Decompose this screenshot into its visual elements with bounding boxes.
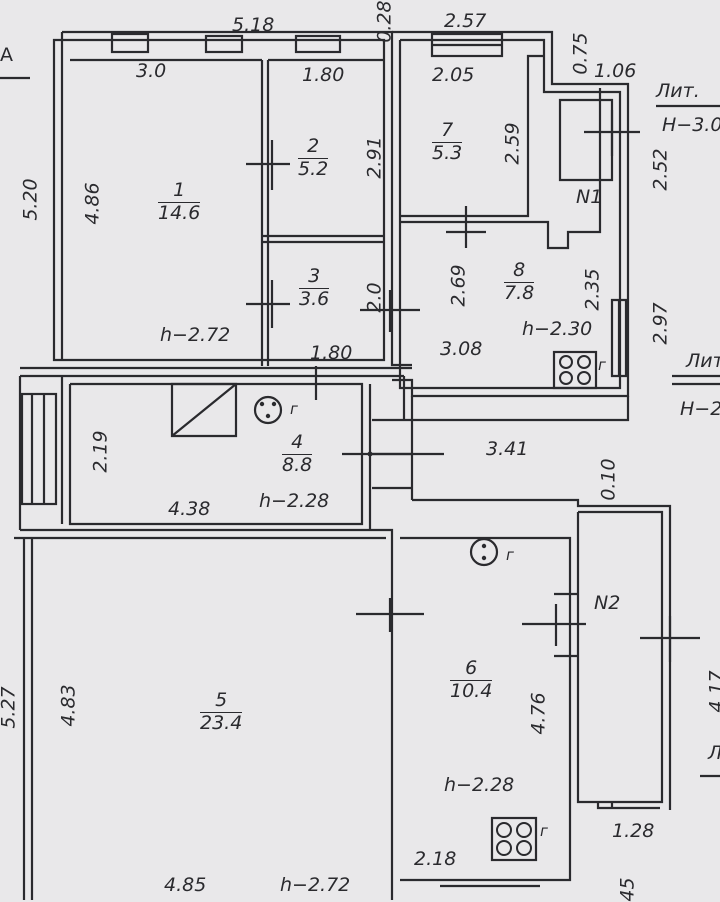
label-l: Л (708, 744, 720, 763)
dim-n2-128: 1.28 (612, 820, 655, 842)
room-4-number: 4 (282, 431, 313, 455)
dim-left-520: 5.20 (19, 178, 42, 221)
dim-top-518: 5.18 (232, 14, 275, 36)
room-6-label: 6 10.4 (450, 657, 493, 703)
gas-meter-symbol-1 (253, 395, 283, 425)
room-8-label: 8 7.8 (504, 259, 535, 305)
wall-block-upper-right (392, 30, 630, 398)
room-5-area: 23.4 (200, 711, 243, 734)
room-8-height: h−2.30 (522, 318, 593, 340)
dim-top-075: 0.75 (569, 32, 592, 75)
dim-room6-476: 4.76 (527, 692, 550, 735)
label-lit-1: Лит. (656, 80, 700, 102)
stove-label-2: г (540, 822, 548, 840)
room-1-height: h−2.72 (160, 324, 231, 346)
room-2-number: 2 (298, 135, 329, 159)
dim-room1-30: 3.0 (136, 60, 167, 82)
gas-meter-label-1: г (290, 400, 298, 418)
dim-room6-218: 2.18 (414, 848, 457, 870)
room-5-number: 5 (200, 689, 243, 713)
dim-top-106: 1.06 (594, 60, 637, 82)
label-lit-2-height: H−2 (680, 398, 720, 420)
dim-room4-219: 2.19 (89, 430, 112, 473)
room-2-label: 2 5.2 (298, 135, 329, 181)
stove-label-1: г (598, 356, 606, 374)
dim-room3-20: 2.0 (363, 282, 386, 313)
dim-right-297: 2.97 (649, 302, 672, 345)
room-7-label: 7 5.3 (432, 119, 463, 165)
dim-right-252: 2.52 (649, 148, 672, 191)
room-8-area: 7.8 (504, 281, 535, 304)
dim-room7-205: 2.05 (432, 64, 475, 86)
room-4-area: 8.8 (282, 453, 313, 476)
gas-meter-label-2: г (506, 546, 514, 564)
dim-room2-180: 1.80 (302, 64, 345, 86)
dim-room3-180: 1.80 (310, 342, 353, 364)
dim-bottom-45: 45 (616, 877, 639, 902)
room-7-number: 7 (432, 119, 463, 143)
label-lit-2: Лит (686, 350, 720, 372)
dim-room8-308: 3.08 (440, 338, 483, 360)
room-5-height: h−2.72 (280, 874, 351, 896)
room-4-label: 4 8.8 (282, 431, 313, 477)
label-n2: N2 (594, 592, 621, 614)
room-1-number: 1 (158, 179, 201, 203)
room-2-area: 5.2 (298, 157, 329, 180)
room-3-label: 3 3.6 (299, 265, 330, 311)
room-6-number: 6 (450, 657, 493, 681)
dim-room4-438: 4.38 (168, 498, 211, 520)
dim-corridor-341: 3.41 (486, 438, 529, 460)
dim-top-028: 0.28 (373, 0, 396, 43)
wall-block-upper-left (62, 30, 412, 367)
room-6-height: h−2.28 (444, 774, 515, 796)
room-7-area: 5.3 (432, 141, 463, 164)
room-4-height: h−2.28 (259, 490, 330, 512)
room-1-label: 1 14.6 (158, 179, 201, 225)
label-lit-1-height: H−3.0 (662, 114, 720, 136)
room-1-area: 14.6 (158, 201, 201, 224)
wall-room4 (20, 366, 412, 378)
dim-room8-269: 2.69 (447, 264, 470, 307)
room-3-area: 3.6 (299, 287, 330, 310)
label-n1: N1 (576, 186, 603, 208)
dim-room2-291: 2.91 (363, 136, 386, 179)
dim-room7-259: 2.59 (501, 122, 524, 165)
dim-left-527: 5.27 (0, 686, 20, 729)
wall-room2-room3 (260, 60, 270, 366)
dim-top-257: 2.57 (444, 10, 487, 32)
label-a: A (0, 44, 13, 66)
dim-room5-483: 4.83 (57, 684, 80, 727)
stove-symbol-1 (552, 350, 598, 390)
dim-mid-010: 0.10 (597, 458, 620, 501)
room-5-label: 5 23.4 (200, 689, 243, 735)
wall-block-lower (14, 528, 394, 900)
room-3-number: 3 (299, 265, 330, 289)
room-6-area: 10.4 (450, 679, 493, 702)
dim-right-417: 4.17 (705, 670, 720, 713)
room-8-number: 8 (504, 259, 535, 283)
dim-room5-485: 4.85 (164, 874, 207, 896)
dim-room1-486: 4.86 (81, 182, 104, 225)
dim-room8-235: 2.35 (581, 268, 604, 311)
